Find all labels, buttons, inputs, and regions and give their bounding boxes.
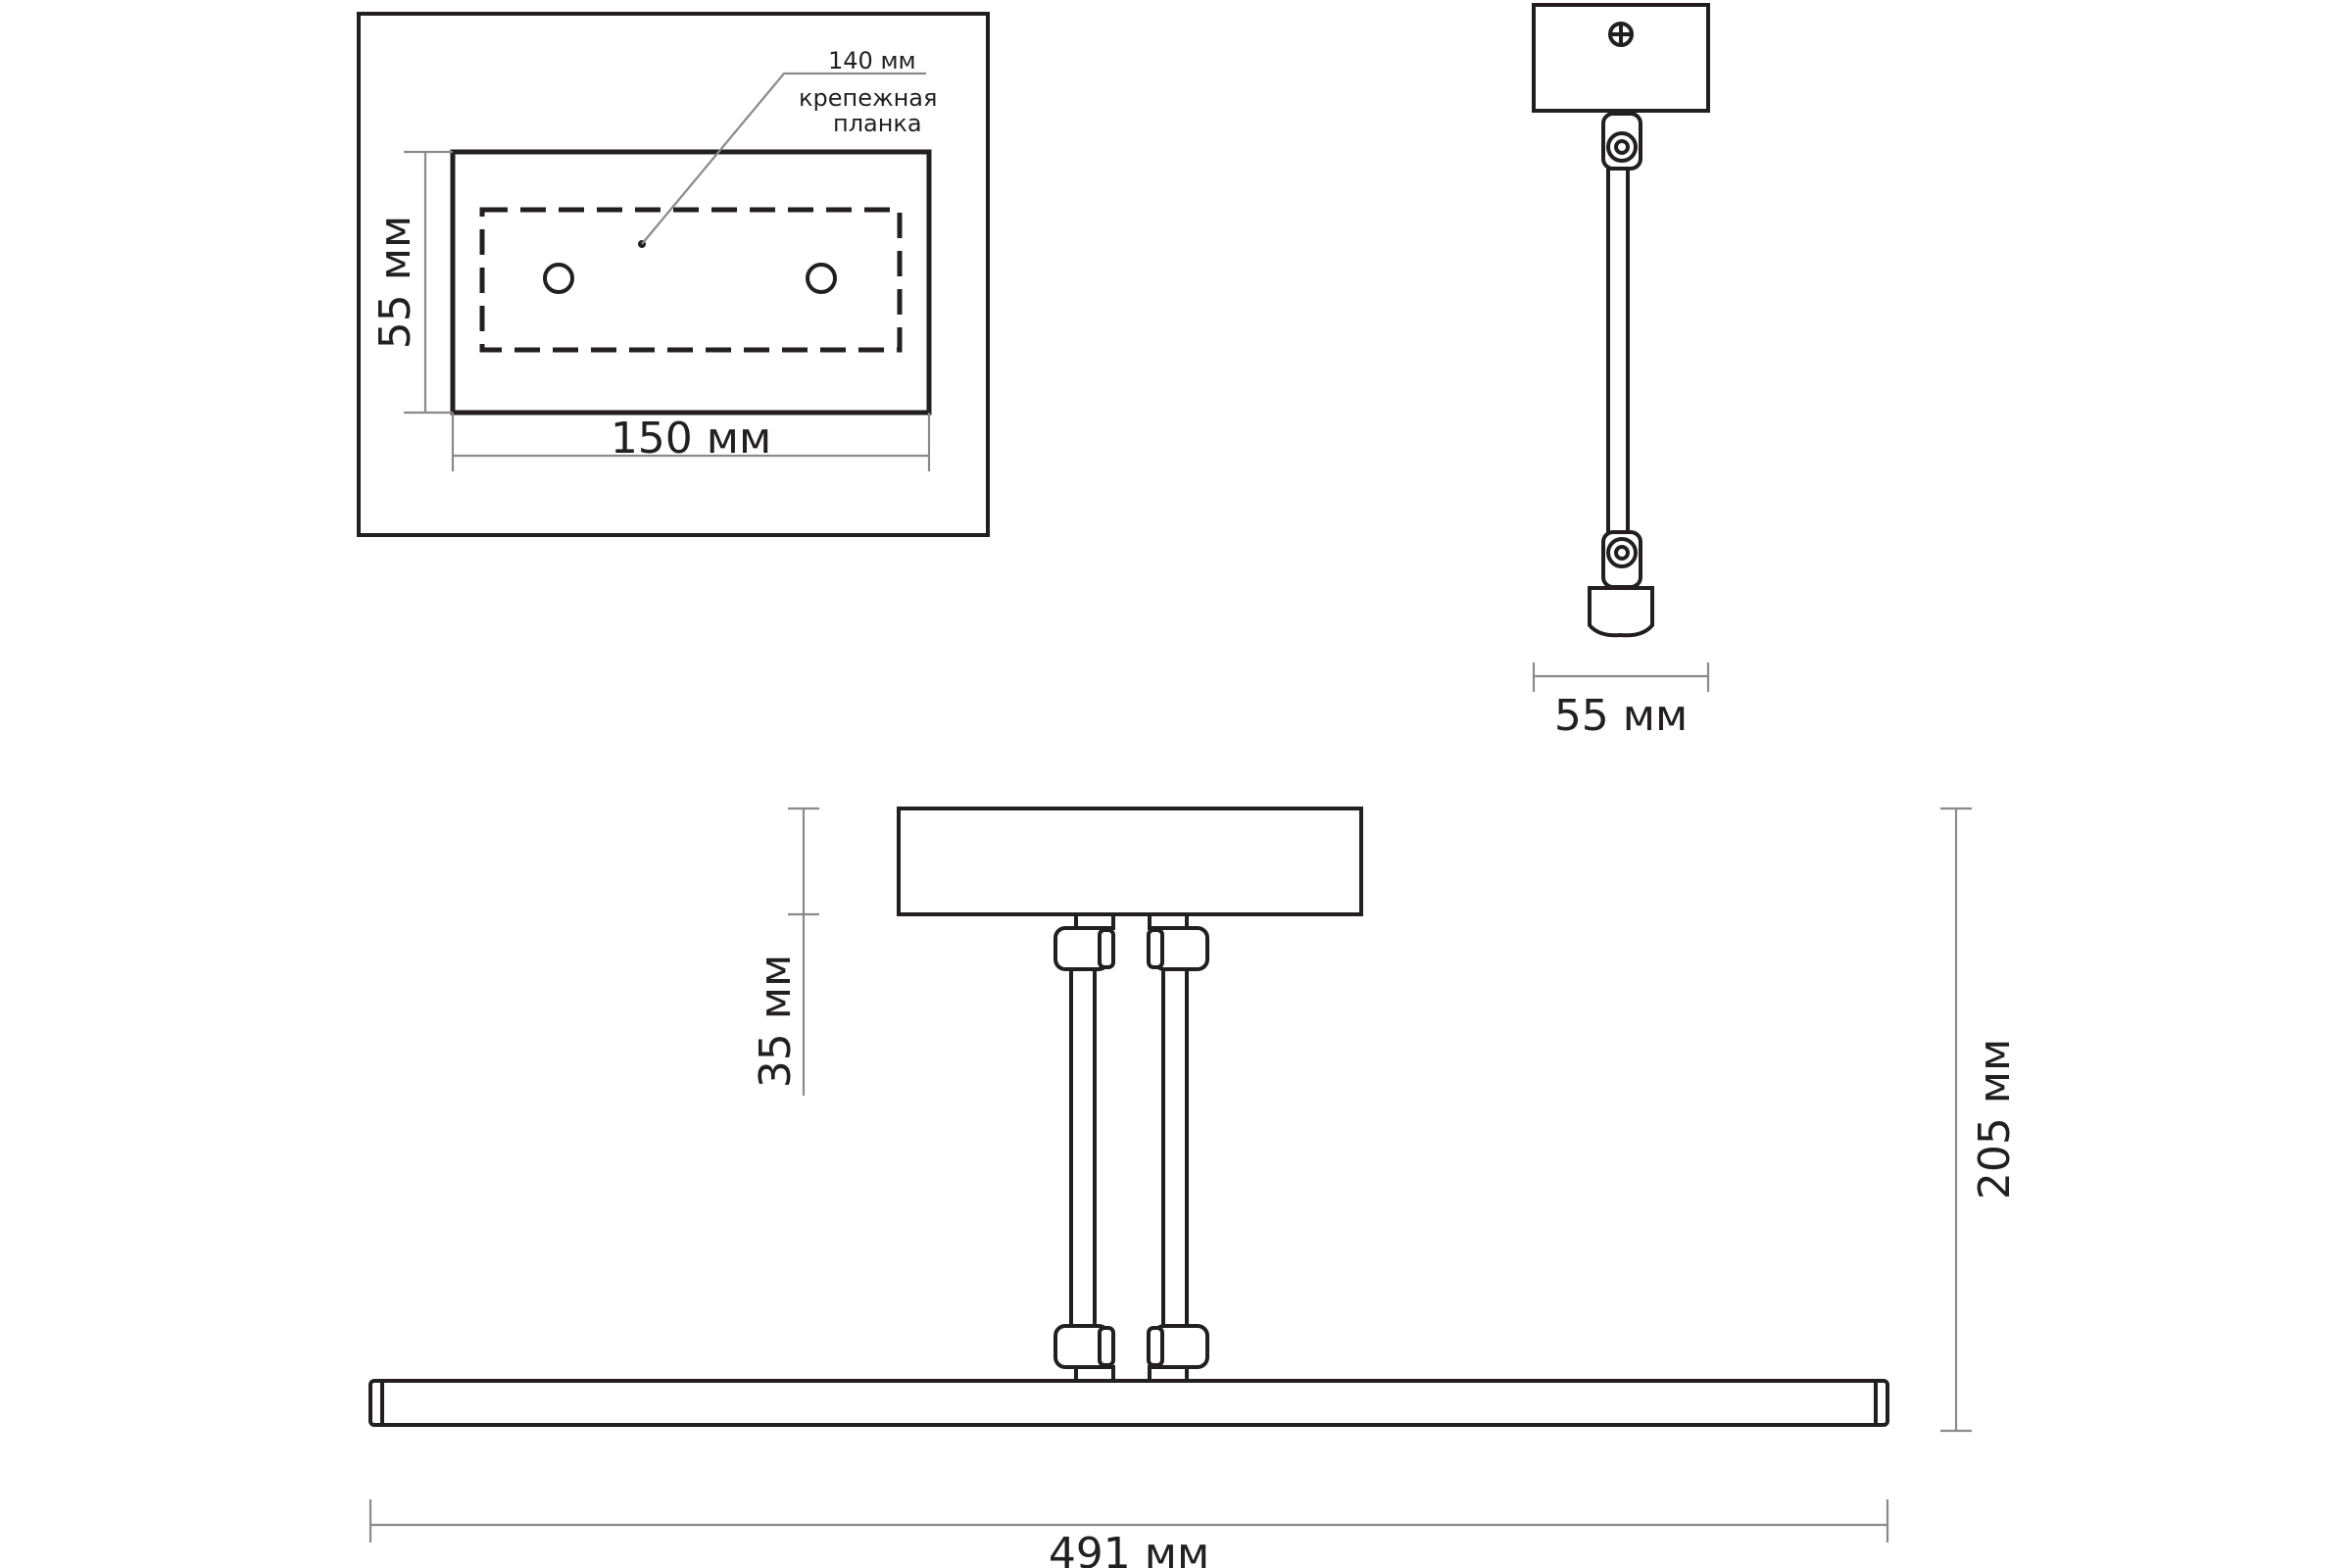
mounting-plate-view: 140 мм крепежная планка 55 мм 150 мм bbox=[357, 12, 990, 537]
front-lamp-neck-right bbox=[1148, 1365, 1189, 1383]
side-lower-hinge-pin bbox=[1606, 537, 1638, 568]
side-wall-base bbox=[1532, 3, 1710, 113]
front-upper-hinge-right-cap bbox=[1147, 928, 1164, 969]
label-bracket-line2: планка bbox=[833, 110, 922, 137]
wall-plate bbox=[450, 149, 932, 416]
label-side-depth: 55 мм bbox=[1554, 691, 1688, 741]
label-front-total-height: 205 мм bbox=[1970, 1039, 2020, 1200]
side-upper-hinge-pin bbox=[1606, 131, 1638, 163]
bracket-leader-line bbox=[641, 72, 926, 245]
front-lamp-neck-left bbox=[1074, 1365, 1115, 1383]
front-wall-base bbox=[897, 807, 1363, 916]
label-bracket-line1: крепежная bbox=[799, 84, 937, 112]
side-lower-hinge-pin-inner bbox=[1614, 545, 1630, 561]
side-upper-hinge-pin-inner bbox=[1614, 139, 1630, 155]
label-plate-width: 150 мм bbox=[611, 414, 771, 464]
mounting-bracket-outline bbox=[479, 207, 903, 353]
label-plate-height: 55 мм bbox=[370, 216, 420, 349]
side-arm bbox=[1606, 167, 1630, 535]
side-screw-icon bbox=[1608, 22, 1634, 47]
front-arm-left bbox=[1069, 967, 1097, 1328]
front-base-neck-left bbox=[1074, 912, 1115, 930]
front-lamp-bar bbox=[368, 1379, 1889, 1427]
front-arm-right bbox=[1161, 967, 1189, 1328]
front-lower-hinge-right-cap bbox=[1147, 1326, 1164, 1367]
side-light-head bbox=[1588, 586, 1654, 638]
front-upper-hinge-left-cap bbox=[1098, 928, 1115, 969]
label-front-base-height: 35 мм bbox=[751, 955, 801, 1088]
front-view: 35 мм 205 мм 491 мм bbox=[368, 807, 2020, 1568]
front-lower-hinge-left-cap bbox=[1098, 1326, 1115, 1367]
front-base-neck-right bbox=[1148, 912, 1189, 930]
label-140-mm: 140 мм bbox=[828, 47, 916, 74]
screw-hole-left bbox=[543, 263, 574, 294]
screw-hole-right bbox=[806, 263, 837, 294]
side-view: 55 мм bbox=[1532, 3, 1710, 741]
label-front-length: 491 мм bbox=[1049, 1529, 1209, 1568]
plate-view-frame bbox=[357, 12, 990, 537]
